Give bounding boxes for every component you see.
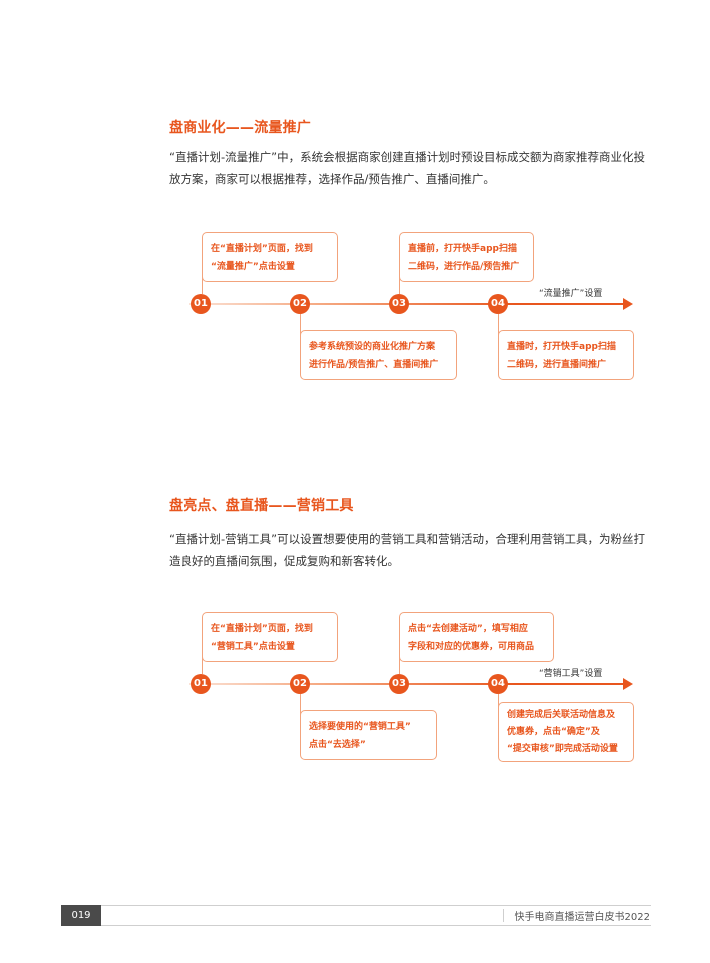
- step-node-02: 02: [290, 294, 310, 314]
- step-node-03: 03: [389, 294, 409, 314]
- section-title: 盘亮点、盘直播——营销工具: [169, 498, 354, 514]
- callout-line: 优惠券，点击“确定”及: [507, 727, 600, 737]
- process-flow: 在“直播计划”页面，找到 “营销工具”点击设置 点击“去创建活动”，填写相应 字…: [169, 612, 639, 762]
- callout-line: 二维码，进行直播间推广: [507, 360, 607, 370]
- step-1-connector: [202, 637, 203, 674]
- step-node-04: 04: [488, 294, 508, 314]
- callout-line: 直播前，打开快手app扫描: [408, 244, 517, 254]
- step-3-callout: 直播前，打开快手app扫描 二维码，进行作品/预告推广: [399, 232, 534, 282]
- step-4-callout: 直播时，打开快手app扫描 二维码，进行直播间推广: [498, 330, 634, 380]
- step-node-03: 03: [389, 674, 409, 694]
- callout-line: 进行作品/预告推广、直播间推广: [309, 360, 439, 370]
- callout-line: “营销工具”点击设置: [211, 642, 295, 652]
- footer-divider: [101, 925, 651, 926]
- step-1-connector: [202, 257, 203, 294]
- callout-line: 在“直播计划”页面，找到: [211, 244, 313, 254]
- step-1-callout: 在“直播计划”页面，找到 “营销工具”点击设置: [202, 612, 338, 662]
- footer-separator: [503, 909, 504, 922]
- callout-line: 二维码，进行作品/预告推广: [408, 262, 520, 272]
- step-4-callout: 创建完成后关联活动信息及 优惠券，点击“确定”及 “提交审核”即完成活动设置: [498, 702, 634, 762]
- section-paragraph: “直播计划-流量推广”中，系统会根据商家创建直播计划时预设目标成交额为商家推荐商…: [169, 150, 646, 186]
- callout-line: 创建完成后关联活动信息及: [507, 710, 616, 720]
- callout-line: 选择要使用的“营销工具”: [309, 722, 411, 732]
- section-title: 盘商业化——流量推广: [169, 120, 311, 136]
- step-3-connector: [399, 257, 400, 294]
- step-3-connector: [399, 637, 400, 674]
- step-node-04: 04: [488, 674, 508, 694]
- callout-line: “提交审核”即完成活动设置: [507, 744, 618, 754]
- callout-line: 在“直播计划”页面，找到: [211, 624, 313, 634]
- step-node-01: 01: [191, 294, 211, 314]
- step-node-01: 01: [191, 674, 211, 694]
- flow-end-label: “营销工具”设置: [539, 669, 603, 679]
- step-2-callout: 参考系统预设的商业化推广方案 进行作品/预告推广、直播间推广: [300, 330, 457, 380]
- callout-line: 直播时，打开快手app扫描: [507, 342, 616, 352]
- step-1-callout: 在“直播计划”页面，找到 “流量推广”点击设置: [202, 232, 338, 282]
- step-3-callout: 点击“去创建活动”，填写相应 字段和对应的优惠券，可用商品: [399, 612, 554, 662]
- arrow-head-icon: [623, 298, 633, 310]
- book-title: 快手电商直播运营白皮书2022: [514, 912, 650, 923]
- step-2-callout: 选择要使用的“营销工具” 点击“去选择”: [300, 710, 437, 760]
- flow-end-label: “流量推广”设置: [539, 289, 603, 299]
- footer-divider: [101, 905, 651, 906]
- step-node-02: 02: [290, 674, 310, 694]
- arrow-head-icon: [623, 678, 633, 690]
- page-number: 019: [61, 905, 101, 926]
- process-flow: 在“直播计划”页面，找到 “流量推广”点击设置 直播前，打开快手app扫描 二维…: [169, 232, 639, 382]
- callout-line: 参考系统预设的商业化推广方案: [309, 342, 436, 352]
- callout-line: “流量推广”点击设置: [211, 262, 295, 272]
- callout-line: 点击“去创建活动”，填写相应: [408, 624, 528, 634]
- callout-line: 点击“去选择”: [309, 740, 366, 750]
- section-paragraph: “直播计划-营销工具”可以设置想要使用的营销工具和营销活动，合理利用营销工具，为…: [169, 532, 646, 568]
- callout-line: 字段和对应的优惠券，可用商品: [408, 642, 535, 652]
